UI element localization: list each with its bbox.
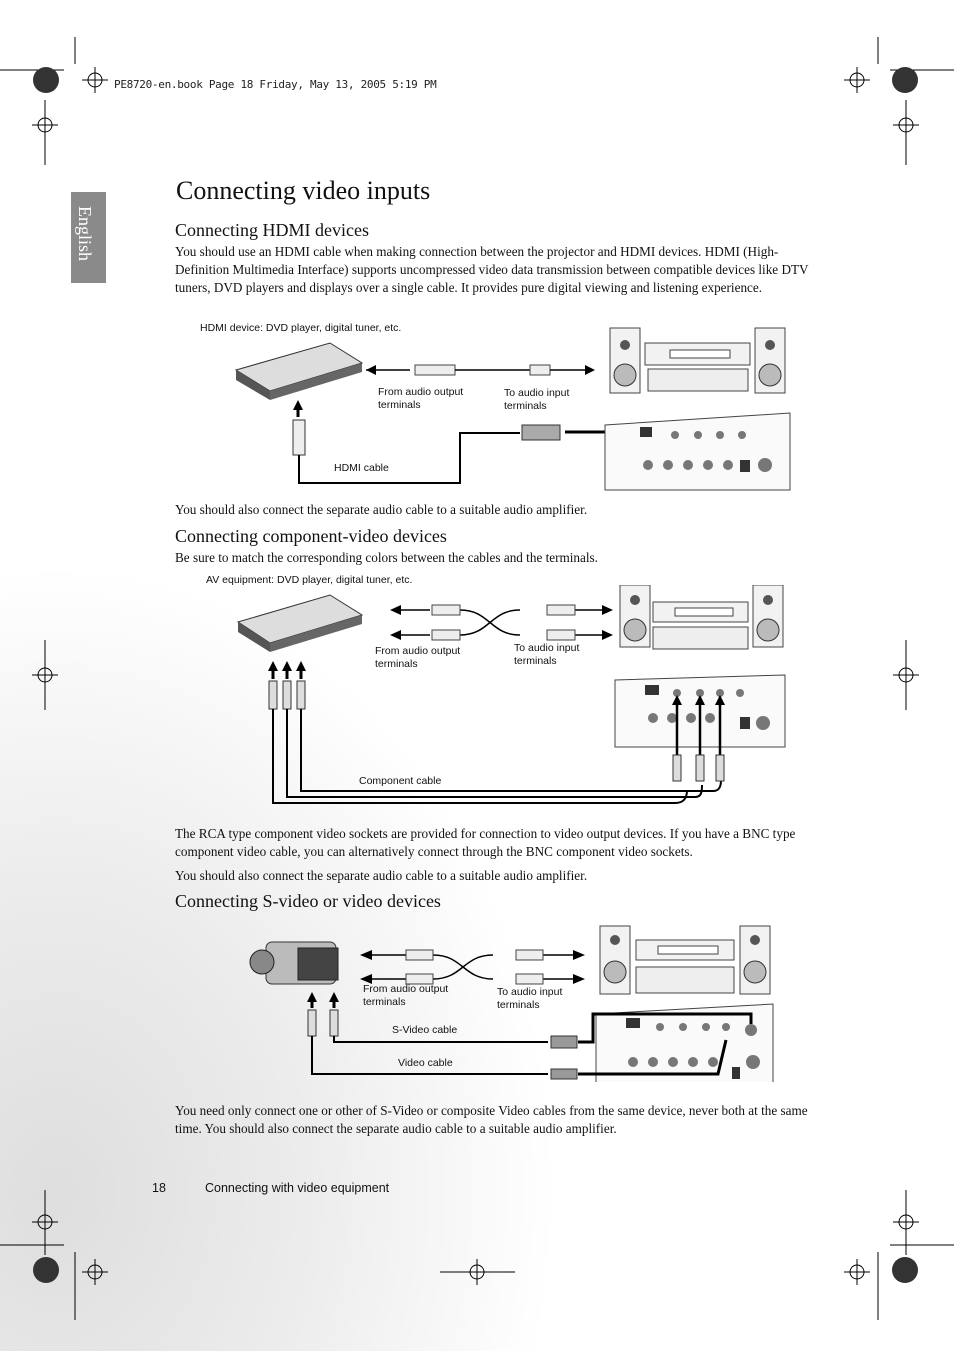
component-intro: Be sure to match the corresponding color… — [175, 550, 598, 565]
svideo-from-audio-line1: From audio output — [363, 983, 449, 995]
hdmi-diagram — [234, 327, 791, 491]
component-from-audio-line1: From audio output — [375, 645, 461, 657]
hdmi-to-audio-line2: terminals — [504, 400, 547, 412]
svideo-note: You need only connect one or other of S-… — [175, 1103, 808, 1136]
hdmi-heading: Connecting HDMI devices — [175, 220, 369, 240]
video-cable-label: Video cable — [398, 1057, 453, 1069]
component-to-audio-line1: To audio input — [514, 642, 580, 654]
page-number: 18 — [152, 1181, 166, 1195]
svideo-diagram — [249, 925, 774, 1082]
hdmi-note: You should also connect the separate aud… — [175, 502, 588, 517]
svideo-heading: Connecting S-video or video devices — [175, 891, 441, 911]
book-header: PE8720-en.book Page 18 Friday, May 13, 2… — [114, 78, 437, 91]
language-tab: English — [71, 192, 106, 283]
hdmi-from-audio-line2: terminals — [378, 399, 421, 411]
page-title: Connecting video inputs — [176, 176, 431, 205]
language-tab-label: English — [75, 206, 95, 262]
component-cable-label: Component cable — [359, 775, 442, 787]
component-from-audio-line2: terminals — [375, 658, 418, 670]
footer-section: Connecting with video equipment — [205, 1181, 390, 1195]
hdmi-cable-label: HDMI cable — [334, 462, 389, 474]
hdmi-to-audio-line1: To audio input — [504, 387, 570, 399]
hdmi-intro: You should use an HDMI cable when making… — [175, 244, 809, 295]
component-device-label: AV equipment: DVD player, digital tuner,… — [206, 574, 413, 586]
component-diagram — [236, 585, 786, 804]
svideo-from-audio-line2: terminals — [363, 996, 406, 1008]
hdmi-device-label: HDMI device: DVD player, digital tuner, … — [200, 322, 402, 334]
svideo-to-audio-line2: terminals — [497, 999, 540, 1011]
hdmi-from-audio-line1: From audio output — [378, 386, 464, 398]
svideo-cable-label: S-Video cable — [392, 1024, 458, 1036]
component-note1: The RCA type component video sockets are… — [175, 826, 796, 859]
component-heading: Connecting component-video devices — [175, 526, 447, 546]
svideo-to-audio-line1: To audio input — [497, 986, 563, 998]
component-note2: You should also connect the separate aud… — [175, 868, 588, 883]
component-to-audio-line2: terminals — [514, 655, 557, 667]
